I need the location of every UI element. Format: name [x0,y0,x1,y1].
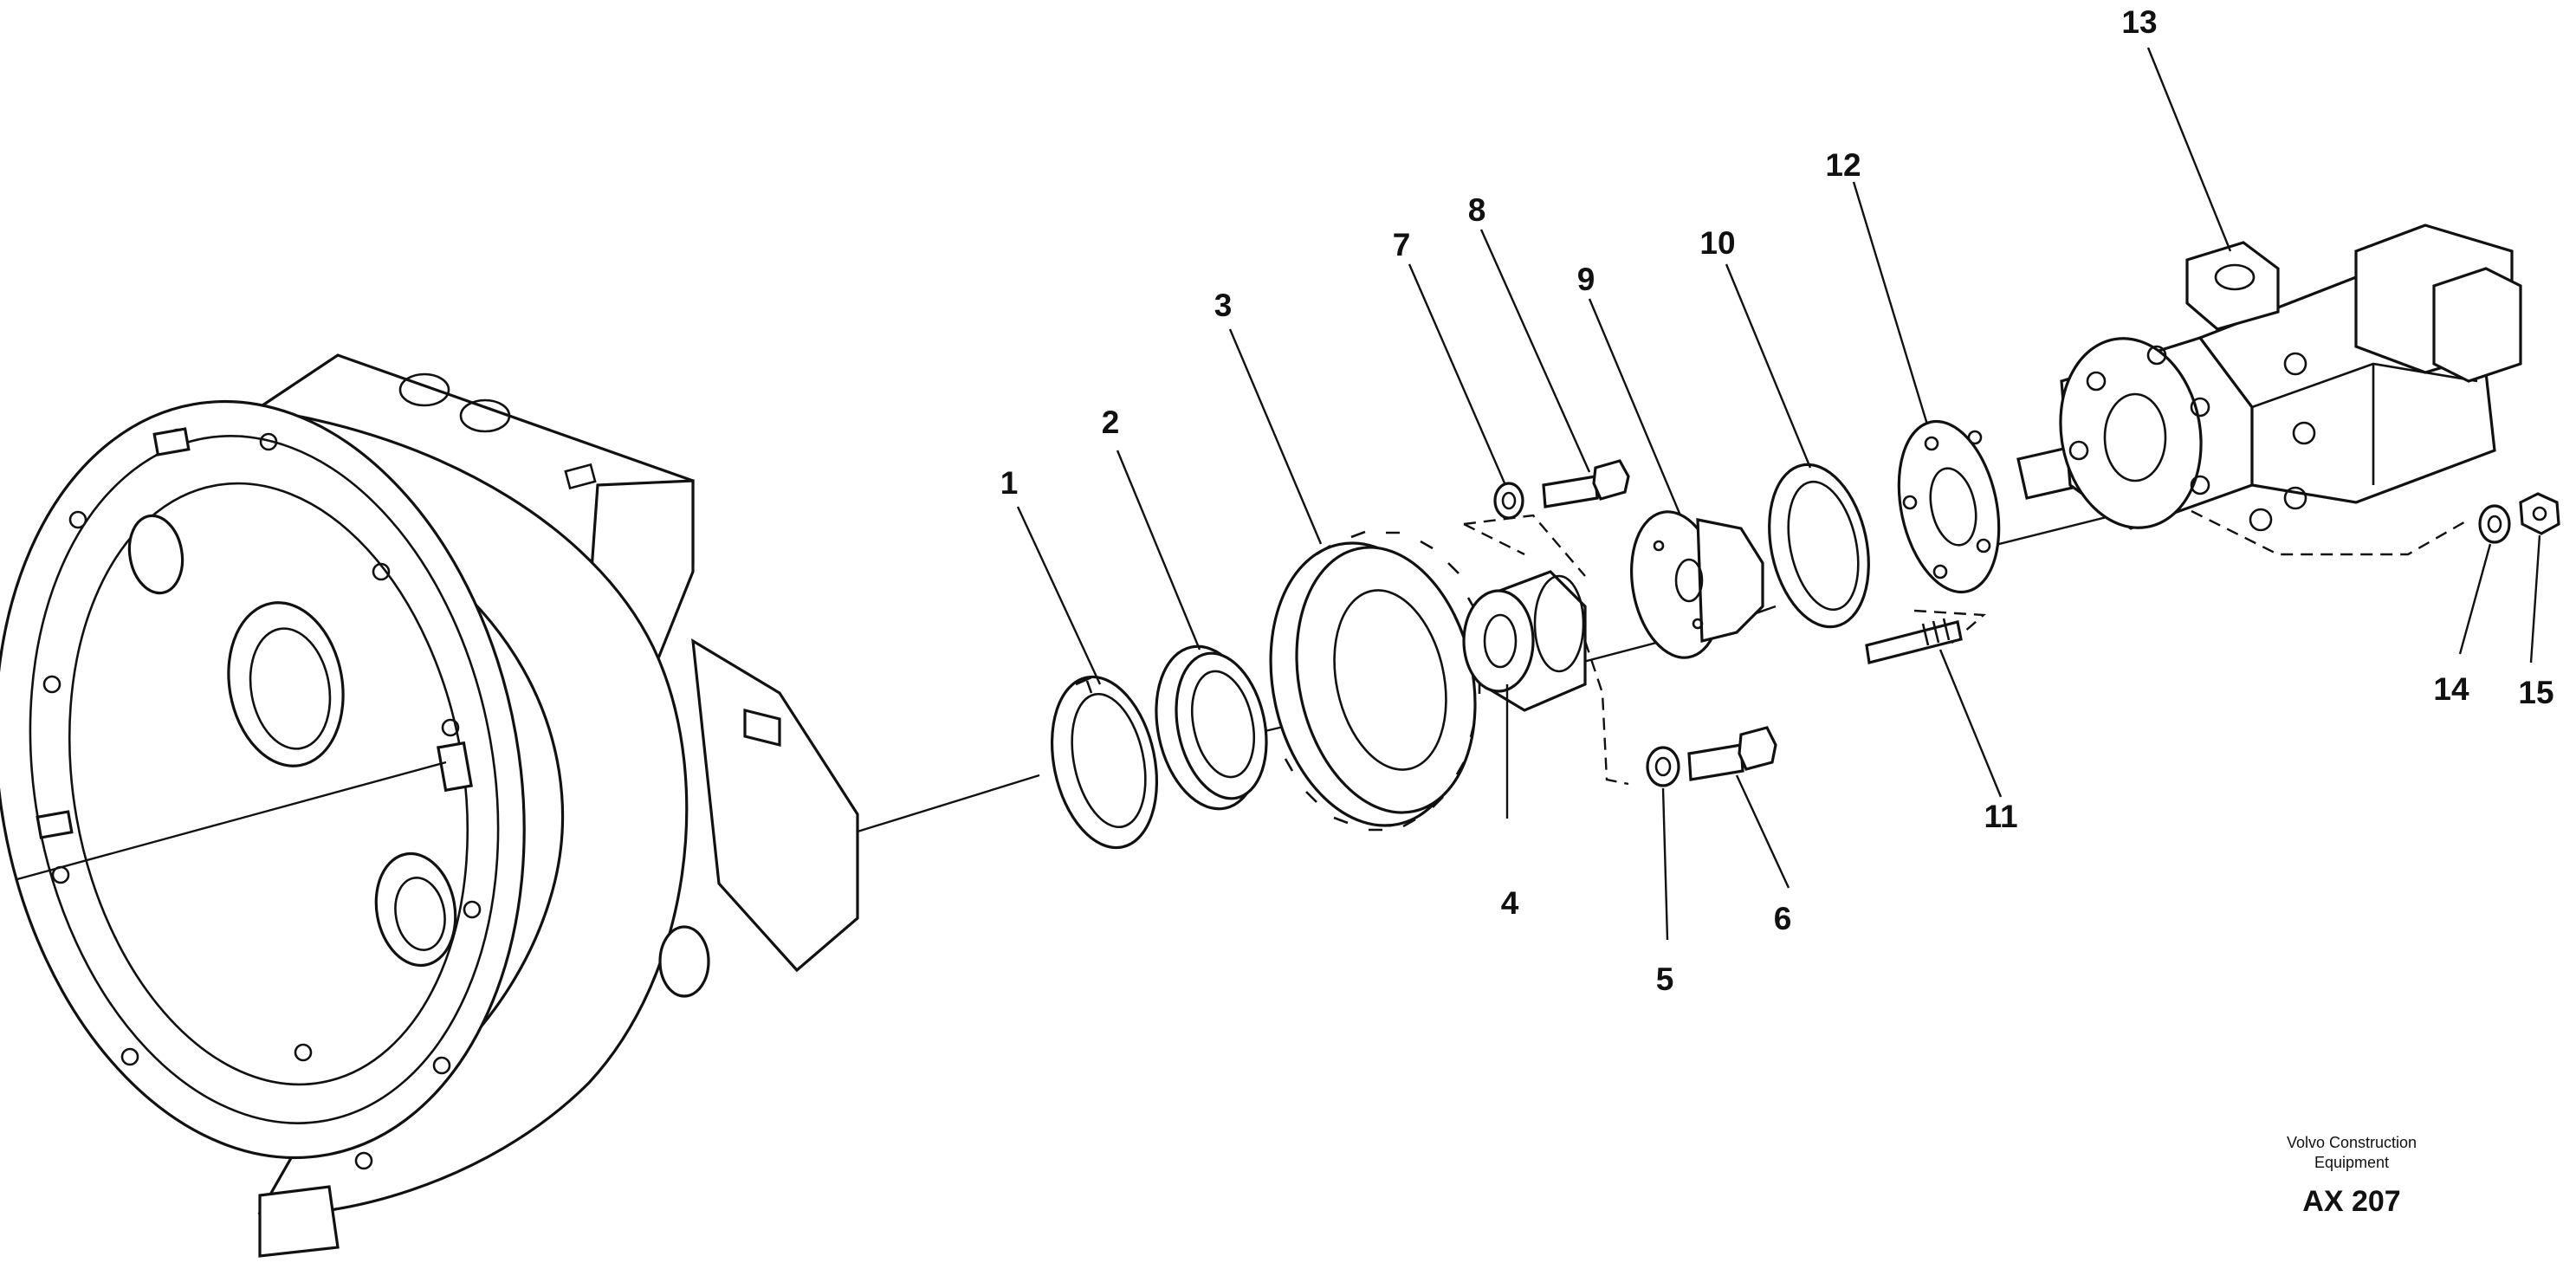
part-15-nut [2519,492,2560,535]
callout-15: 15 [2518,675,2553,710]
transmission-housing [0,353,859,1258]
callout-9: 9 [1577,262,1595,297]
part-1-circlip [1050,675,1159,850]
part-5-washer [1646,746,1680,787]
callout-13: 13 [2121,4,2157,40]
part-4-bushing [1462,570,1587,712]
part-14-washer [2478,504,2511,544]
part-8-bolt [1542,459,1630,508]
part-2-bearing [1155,644,1268,811]
part-7-washer [1493,482,1524,520]
callout-1: 1 [1000,465,1019,501]
callout-10: 10 [1699,225,1735,261]
callout-2: 2 [1102,405,1120,440]
part-11-stud [1865,618,1963,664]
part-6-bolt [1687,726,1777,781]
callout-5: 5 [1656,961,1674,997]
credit-line-2: Equipment [2314,1154,2389,1171]
credit-line-1: Volvo Construction [2287,1134,2417,1151]
callout-labels: 1 2 3 4 5 6 7 8 9 10 11 12 13 14 15 [1000,4,2554,997]
part-10-circlip [1768,463,1870,629]
part-13-pump [2016,223,2522,532]
callout-7: 7 [1393,227,1411,262]
part-9-coupling [1629,510,1764,659]
callout-14: 14 [2433,671,2469,707]
callout-4: 4 [1501,885,1519,921]
part-3-gear [1269,530,1483,832]
callout-11: 11 [1984,799,2017,834]
publisher-credit: Volvo Construction Equipment AX 207 [2287,1134,2417,1218]
callout-12: 12 [1825,147,1861,183]
leader-lines [1016,47,2541,941]
callout-6: 6 [1774,901,1792,936]
part-12-flange [1897,419,2001,594]
callout-3: 3 [1214,288,1233,323]
drawing-code: AX 207 [2302,1185,2400,1218]
callout-8: 8 [1468,192,1486,228]
